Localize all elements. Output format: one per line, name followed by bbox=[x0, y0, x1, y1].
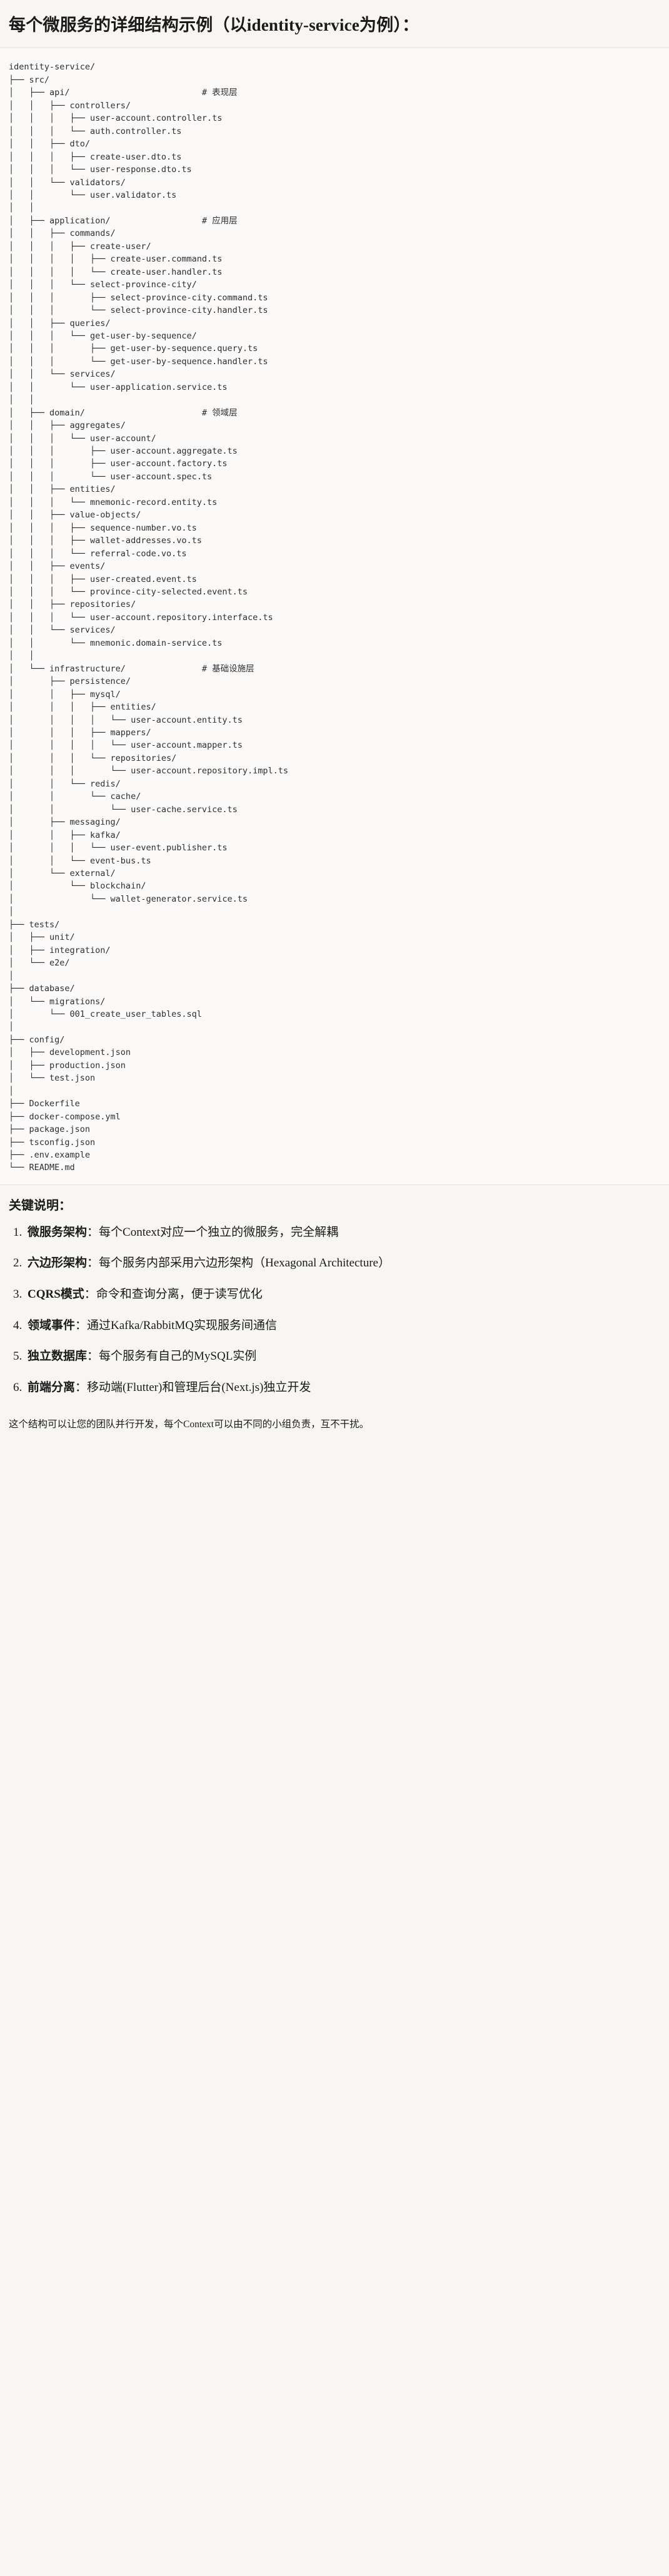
page-header: 每个微服务的详细结构示例（以identity-service为例）： bbox=[0, 0, 669, 49]
key-point-term: 领域事件 bbox=[28, 1318, 76, 1332]
page-root: 每个微服务的详细结构示例（以identity-service为例）： ident… bbox=[0, 0, 669, 1449]
key-point-desc: ：每个服务内部采用六边形架构（Hexagonal Architecture） bbox=[87, 1256, 390, 1270]
list-item: 领域事件：通过Kafka/RabbitMQ实现服务间通信 bbox=[25, 1317, 660, 1335]
directory-tree: identity-service/ ├── src/ │ ├── api/ # … bbox=[9, 62, 289, 1173]
key-point-desc: ：每个服务有自己的MySQL实例 bbox=[87, 1350, 257, 1363]
key-point-term: 前端分离 bbox=[28, 1380, 76, 1394]
key-point-desc: ：移动端(Flutter)和管理后台(Next.js)独立开发 bbox=[75, 1380, 311, 1394]
key-points-heading: 关键说明： bbox=[9, 1198, 71, 1213]
list-item: 独立数据库：每个服务有自己的MySQL实例 bbox=[25, 1348, 660, 1365]
key-point-desc: ：通过Kafka/RabbitMQ实现服务间通信 bbox=[75, 1318, 277, 1332]
key-point-desc: ：每个Context对应一个独立的微服务，完全解耦 bbox=[87, 1225, 339, 1239]
key-point-term: 六边形架构 bbox=[28, 1256, 88, 1270]
key-point-term: 独立数据库 bbox=[28, 1350, 88, 1363]
key-points-list: 微服务架构：每个Context对应一个独立的微服务，完全解耦 六边形架构：每个服… bbox=[9, 1224, 660, 1396]
list-item: 六边形架构：每个服务内部采用六边形架构（Hexagonal Architectu… bbox=[25, 1255, 660, 1272]
list-item: CQRS模式：命令和查询分离，便于读写优化 bbox=[25, 1286, 660, 1303]
key-point-desc: ：命令和查询分离，便于读写优化 bbox=[84, 1287, 263, 1301]
key-point-term: 微服务架构 bbox=[28, 1225, 88, 1239]
closing-paragraph: 这个结构可以让您的团队并行开发，每个Context可以由不同的小组负责，互不干扰… bbox=[9, 1419, 370, 1430]
key-points-section: 关键说明： 微服务架构：每个Context对应一个独立的微服务，完全解耦 六边形… bbox=[0, 1185, 669, 1413]
directory-tree-block: identity-service/ ├── src/ │ ├── api/ # … bbox=[0, 48, 669, 1185]
list-item: 微服务架构：每个Context对应一个独立的微服务，完全解耦 bbox=[25, 1224, 660, 1241]
page-title: 每个微服务的详细结构示例（以identity-service为例）： bbox=[9, 16, 420, 34]
key-point-term: CQRS模式 bbox=[28, 1287, 84, 1301]
list-item: 前端分离：移动端(Flutter)和管理后台(Next.js)独立开发 bbox=[25, 1379, 660, 1397]
